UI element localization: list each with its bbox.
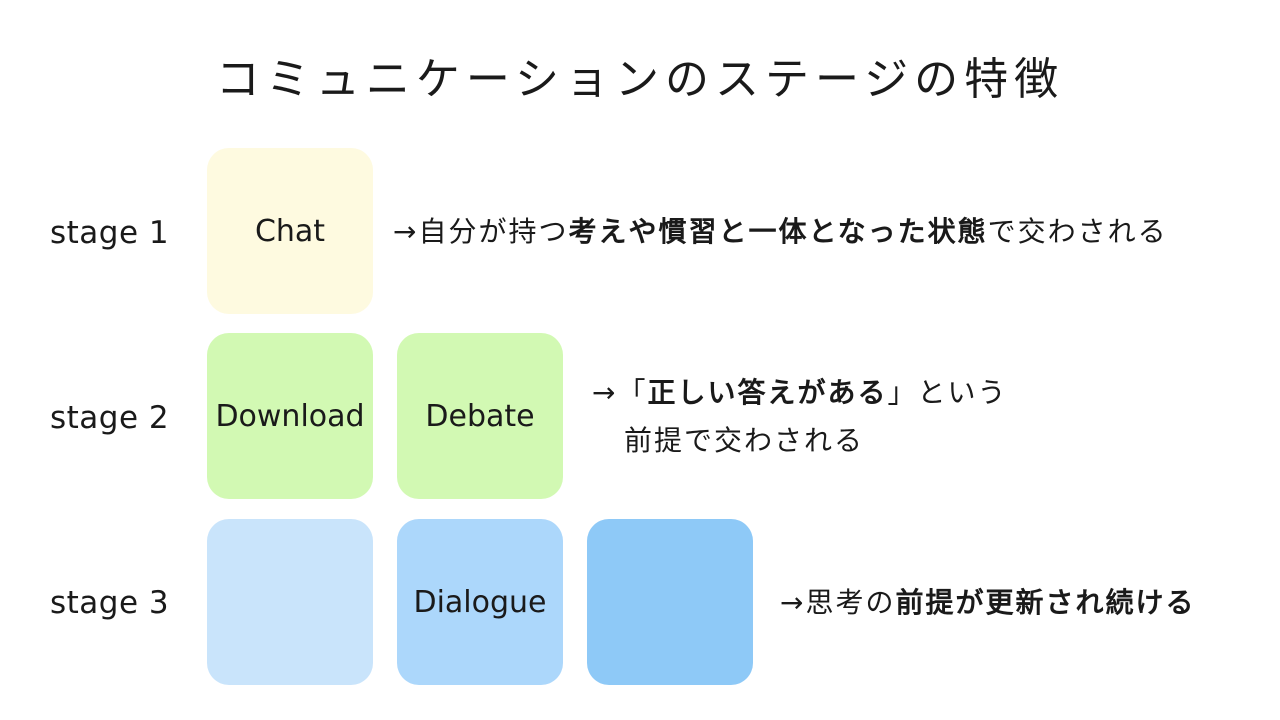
stage-2-desc-open-bracket: 「 — [617, 376, 648, 409]
stage-3-desc-emphasis: 前提が更新され続ける — [895, 586, 1196, 619]
stage-3-card-left — [207, 519, 373, 685]
stage-2-label: stage 2 — [50, 400, 170, 436]
stage-2-desc-line-1: →「正しい答えがある」という — [592, 369, 1008, 417]
stage-2-desc-close: 」という — [887, 376, 1008, 409]
download-card-label: Download — [215, 398, 365, 434]
debate-card-label: Debate — [425, 398, 535, 434]
chat-card-label: Chat — [254, 213, 326, 249]
stage-2-description: →「正しい答えがある」という 前提で交わされる — [592, 369, 1008, 465]
arrow-icon: → — [592, 376, 618, 409]
stage-1-desc-emphasis: 考えや慣習と一体となった状態 — [568, 215, 988, 248]
arrow-icon: → — [393, 215, 419, 248]
stage-2-desc-emphasis: 正しい答えがある — [647, 376, 888, 409]
stage-1-label: stage 1 — [50, 215, 170, 251]
debate-card: Debate — [397, 333, 563, 499]
stage-1-description: →自分が持つ考えや慣習と一体となった状態で交わされる — [393, 208, 1168, 256]
dialogue-card: Dialogue — [397, 519, 563, 685]
download-card: Download — [207, 333, 373, 499]
stage-1-desc-part-3: で交わされる — [987, 215, 1168, 248]
stage-3-card-right — [587, 519, 753, 685]
chat-card: Chat — [207, 148, 373, 314]
dialogue-card-label: Dialogue — [413, 584, 547, 620]
slide-title: コミュニケーションのステージの特徴 — [215, 54, 1065, 105]
arrow-icon: → — [780, 586, 806, 619]
stage-1-desc-part-1: 自分が持つ — [418, 215, 569, 248]
stage-3-desc-part-1: 思考の — [805, 586, 896, 619]
stage-3-description: →思考の前提が更新され続ける — [780, 579, 1196, 627]
stage-2-desc-line-2: 前提で交わされる — [592, 417, 1008, 465]
stage-2-desc-line-2-text: 前提で交わされる — [624, 424, 865, 457]
stage-3-label: stage 3 — [50, 585, 170, 621]
